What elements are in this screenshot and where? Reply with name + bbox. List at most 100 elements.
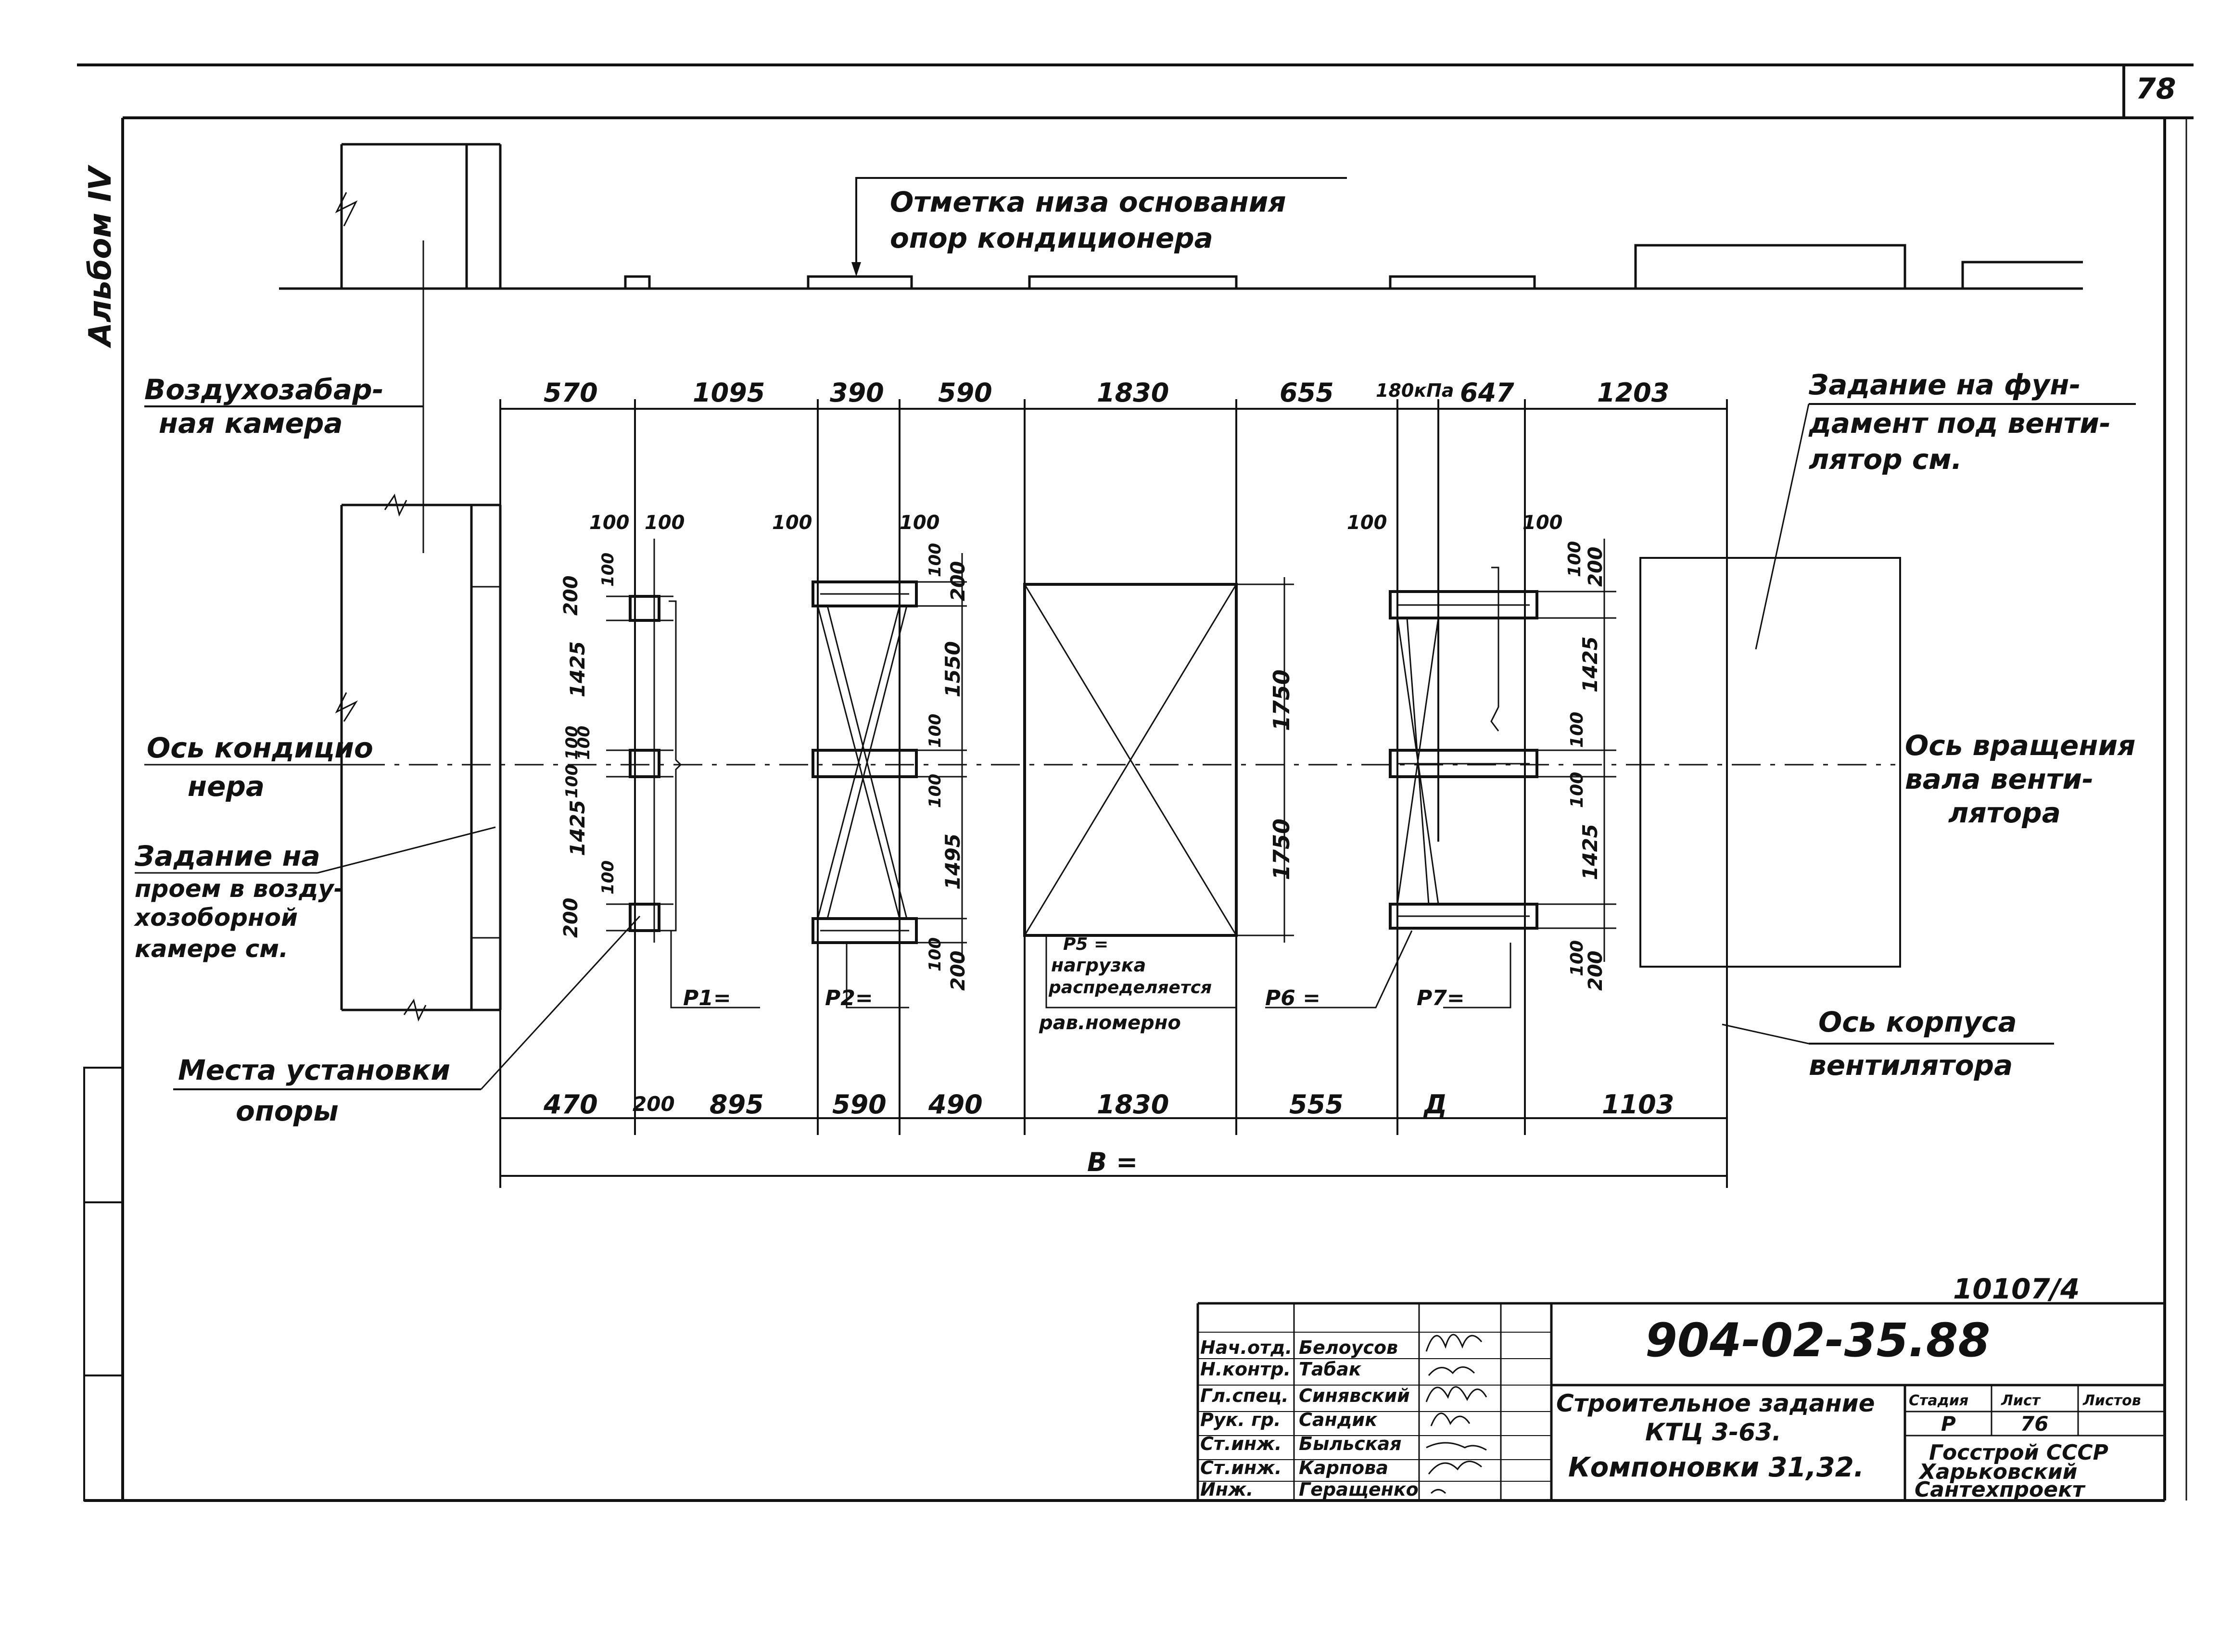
p5-note-line4: рав.номерно [1039, 1012, 1181, 1034]
dim-bottom-6: 1830 [1097, 1089, 1169, 1120]
c2-v-3: 1550 [941, 641, 964, 697]
shaft-axis-note-line1: Ось вращения [1905, 729, 2135, 762]
dim-top-9: 1203 [1597, 378, 1669, 408]
support-column-1-dims [606, 539, 760, 1009]
title-block-rows [1198, 1332, 1551, 1482]
dim-top-3: 390 [830, 378, 884, 408]
c3-v-2: 1750 [1269, 819, 1294, 880]
dim-bottom-5: 490 [928, 1089, 983, 1120]
dim-bottom-7: 555 [1289, 1089, 1344, 1120]
dim-top-7: 180кПа [1376, 380, 1454, 401]
dim-bottom-9: 1103 [1602, 1089, 1674, 1120]
load-p6: P6 = [1265, 986, 1320, 1010]
support-column-2 [812, 580, 918, 944]
air-chamber-note: Воздухозабар- ная камера [144, 373, 423, 440]
c1-v-6: 100 [562, 764, 582, 798]
foundation-note: Задание на фун- дамент под венти- лятор … [1755, 368, 2136, 650]
c4-v-2: 200 [1585, 547, 1607, 587]
support-places-note-line2: опоры [236, 1095, 339, 1127]
support-places-note: Места установки опоры [173, 915, 641, 1127]
signer-role-1: Нач.отд. [1200, 1337, 1292, 1358]
top-mark-note-line1: Отметка низа основания [890, 186, 1286, 218]
shaft-axis-note: Ось вращения вала венти- лятора [1905, 729, 2135, 829]
c2-v-5: 100 [926, 774, 945, 808]
c4-v-5: 100 [1567, 772, 1587, 808]
support-column-4 [1389, 590, 1538, 930]
c1-v-5: 100 [574, 726, 594, 760]
stage-header: Стадия [1909, 1392, 1968, 1409]
c2-v-2: 200 [947, 561, 969, 602]
c1-v-8: 100 [598, 860, 618, 895]
top-mark-note-line2: опор кондиционера [890, 222, 1213, 254]
c4-v-3: 1425 [1578, 636, 1602, 693]
drawing-title-line2: КТЦ 3-63. [1645, 1418, 1781, 1446]
c2-h-2: 100 [900, 512, 940, 534]
c1-h-1: 100 [589, 512, 630, 534]
title-block [1196, 1302, 2165, 1501]
housing-axis-note: Ось корпуса вентилятора [1722, 1006, 2054, 1082]
dim-top-2: 1095 [693, 378, 765, 408]
organization-line2: Харьковский [1918, 1460, 2077, 1484]
sheet-value: 76 [2020, 1412, 2048, 1436]
c4-v-1: 100 [1565, 541, 1585, 577]
opening-note: Задание на проем в возду- хозоборной кам… [133, 826, 496, 963]
dim-top-6: 655 [1280, 378, 1334, 408]
c2-v-8: 200 [947, 951, 969, 991]
p5-note-line2: нагрузка [1051, 955, 1146, 976]
distributed-load-area [1023, 577, 1294, 1009]
archive-number: 10107/4 [1953, 1273, 2080, 1305]
load-p7: P7= [1417, 986, 1465, 1010]
organization-line1: Госстрой СССР [1929, 1440, 2108, 1465]
dim-bottom-3: 895 [710, 1089, 764, 1120]
dim-bottom-2: 200 [633, 1092, 675, 1116]
elevation-line [279, 143, 2083, 290]
c1-v-4: 100 [562, 726, 582, 760]
foundation-note-line2: дамент под венти- [1808, 407, 2111, 440]
conditioner-axis-note-line1: Ось кондицио [147, 731, 373, 764]
c1-v-2: 100 [598, 553, 618, 587]
support-column-2-dims [817, 553, 967, 1009]
drawing-title-line3: Компоновки 31,32. [1568, 1452, 1864, 1483]
dim-top-5: 1830 [1097, 378, 1169, 408]
dim-bottom-8: Д [1423, 1089, 1447, 1120]
housing-axis-note-line1: Ось корпуса [1818, 1006, 2017, 1038]
top-mark-note: Отметка низа основания опор кондиционера [851, 177, 1347, 277]
sheet-header: Лист [2001, 1392, 2041, 1409]
dim-top-4: 590 [938, 378, 992, 408]
air-chamber-note-line2: ная камера [159, 407, 343, 440]
sheet-number: 78 [2136, 72, 2176, 106]
foundation-note-line1: Задание на фун- [1808, 368, 2081, 401]
housing-axis-note-line2: вентилятора [1809, 1049, 2013, 1082]
load-p1: P1= [683, 986, 731, 1010]
shaft-axis-note-line3: лятора [1948, 796, 2061, 829]
signer-role-4: Рук. гр. [1200, 1409, 1281, 1430]
c4-v-6: 1425 [1578, 824, 1602, 880]
air-chamber-note-line1: Воздухозабар- [144, 373, 384, 406]
signer-name-3: Синявский [1299, 1385, 1410, 1406]
sheet-frame [77, 63, 2194, 1502]
conditioner-axis-note: Ось кондицио нера [144, 731, 373, 803]
c2-v-7: 100 [926, 937, 945, 971]
c2-h-1: 100 [772, 512, 812, 534]
album-label: Альбом IV [83, 164, 118, 349]
drawing-title-line1: Строительное задание [1556, 1389, 1875, 1417]
air-chamber [335, 192, 502, 1022]
p5-note-line3: распределяется [1048, 978, 1212, 997]
signer-name-6: Карпова [1299, 1457, 1388, 1478]
c4-v-4: 100 [1567, 712, 1587, 748]
signer-name-7: Геращенко [1299, 1479, 1419, 1500]
dim-top-1: 570 [544, 378, 598, 408]
stage-value: Р [1941, 1412, 1956, 1436]
organization-line3: Сантехпроект [1915, 1477, 2086, 1502]
c1-v-9: 200 [560, 898, 582, 938]
fan-foundation [1639, 557, 1901, 968]
c2-v-6: 1495 [941, 833, 964, 890]
foundation-note-line3: лятор см. [1809, 443, 1962, 476]
signer-name-5: Быльская [1299, 1433, 1402, 1454]
sheets-header: Листов [2082, 1392, 2141, 1409]
signer-role-7: Инж. [1200, 1479, 1253, 1500]
signer-role-5: Ст.инж. [1200, 1433, 1281, 1454]
p5-note-line1: P5 = [1063, 934, 1108, 954]
signer-name-2: Табак [1299, 1359, 1362, 1380]
